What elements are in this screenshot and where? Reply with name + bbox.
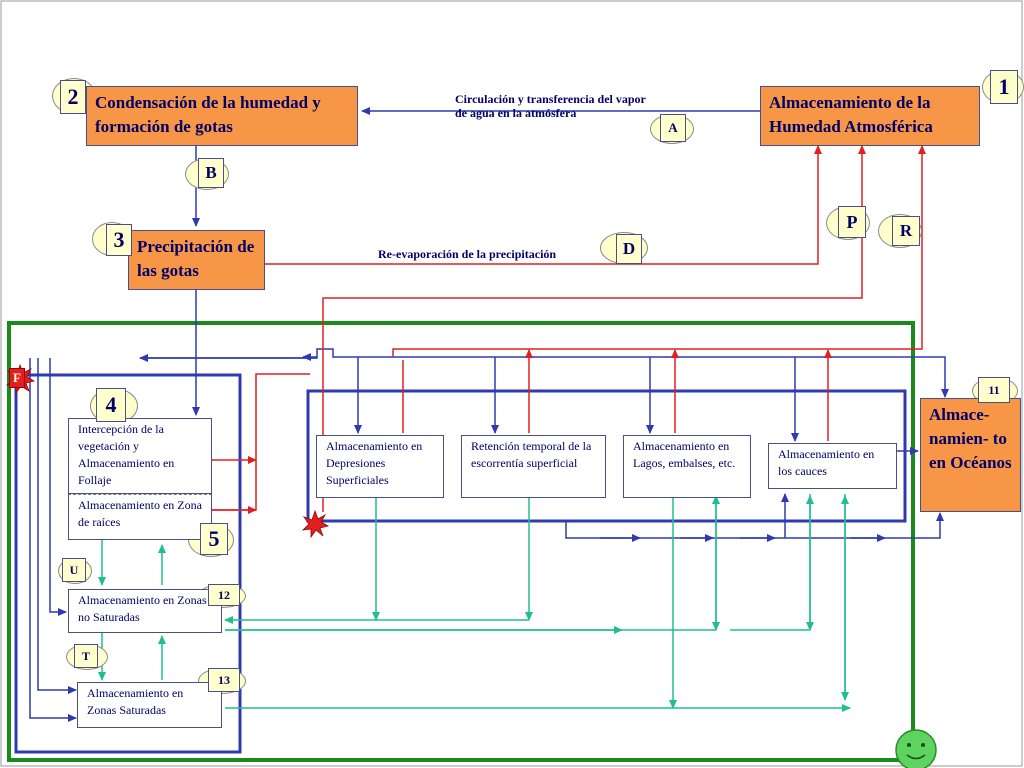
tag-4: 4: [96, 388, 126, 422]
tag-P: P: [838, 206, 866, 238]
tag-U: U: [62, 558, 86, 582]
explosion-star-icon: [301, 509, 330, 539]
box-retencion: Retención temporal de la escorrentía sup…: [461, 435, 606, 498]
tag-A: A: [660, 114, 686, 142]
tag-3: 3: [106, 224, 132, 256]
box-condensacion: Condensación de la humedad y formación d…: [86, 86, 358, 146]
tag-5: 5: [200, 523, 228, 555]
box-intercepcion: Intercepción de la vegetación y Almacena…: [68, 418, 212, 494]
land-frame: [7, 321, 915, 762]
tag-2: 2: [60, 80, 86, 114]
tag-1: 1: [990, 70, 1018, 104]
box-zonas-saturadas: Almacenamiento en Zonas Saturadas: [77, 682, 222, 728]
subsurface-frame: [14, 373, 242, 754]
box-oceanos: Almace- namien- to en Océanos: [920, 398, 1021, 512]
tag-11: 11: [978, 377, 1010, 403]
label-circulacion: Circulación y transferencia del vapor de…: [455, 92, 646, 120]
box-cauces: Almacenamiento en los cauces: [768, 443, 897, 489]
box-zonas-no-saturadas: Almacenamiento en Zonas no Saturadas: [68, 589, 222, 633]
tag-T: T: [74, 644, 98, 668]
tag-B: B: [198, 158, 224, 188]
smiley-face-icon: [895, 729, 937, 768]
tag-D: D: [616, 234, 642, 264]
box-zona-raices: Almacenamiento en Zona de raíces: [68, 494, 212, 540]
tag-12: 12: [208, 584, 240, 606]
box-depresiones: Almacenamiento en Depresiones Superficia…: [316, 435, 444, 498]
box-almacenamiento-humedad: Almacenamiento de la Humedad Atmosférica: [760, 86, 980, 146]
tag-F: F: [9, 368, 25, 388]
tag-13: 13: [208, 668, 240, 692]
box-precipitacion: Precipitación de las gotas: [128, 230, 265, 290]
surface-frame: [306, 389, 907, 523]
tag-R: R: [892, 216, 920, 246]
label-reevaporacion: Re-evaporación de la precipitación: [378, 247, 557, 261]
box-lagos: Almacenamiento en Lagos, embalses, etc.: [623, 435, 751, 498]
